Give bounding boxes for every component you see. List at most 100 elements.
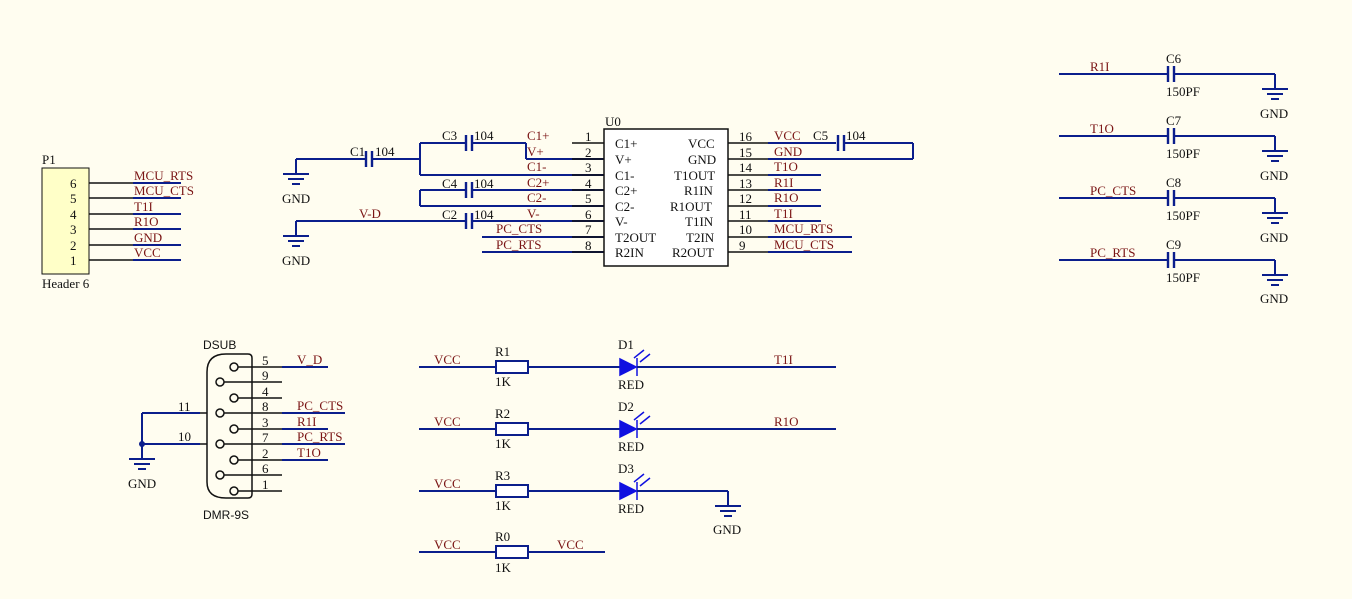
p1-net-label: GND bbox=[134, 230, 162, 245]
dsub-pin-2[interactable]: 2 T1O bbox=[229, 445, 328, 465]
cap-value: 150PF bbox=[1166, 270, 1200, 285]
pin-number: 6 bbox=[262, 461, 269, 476]
pin-name: V+ bbox=[615, 152, 632, 167]
dsub-pin-1[interactable]: 1 bbox=[229, 477, 282, 496]
dsub-pin-4[interactable]: 4 bbox=[229, 384, 282, 403]
u0-pin-12[interactable]: 12 R1OUT R1O bbox=[670, 190, 799, 214]
u0-pin-9[interactable]: 9 R2OUT MCU_CTS bbox=[672, 237, 834, 260]
filter-cap-c6[interactable]: R1I C6 150PF GND bbox=[1059, 51, 1288, 121]
u0-pin-8[interactable]: 8 R2IN PC_RTS bbox=[496, 237, 645, 260]
dsub-shell-pin-11[interactable]: 11 bbox=[142, 399, 207, 414]
resistor-r0[interactable]: VCC R0 1K VCC bbox=[419, 529, 605, 575]
gnd-label: GND bbox=[282, 191, 310, 206]
pin-number: 12 bbox=[739, 191, 752, 206]
p1-comment: Header 6 bbox=[42, 276, 90, 291]
net-label: V+ bbox=[527, 144, 544, 159]
net-label: VCC bbox=[434, 414, 461, 429]
ground-c2: GND bbox=[282, 221, 310, 268]
p1-pin-5[interactable]: 5 MCU_CTS bbox=[70, 183, 194, 206]
c2-value: 104 bbox=[474, 207, 494, 222]
gnd-label: GND bbox=[1260, 291, 1288, 306]
u0-pin-13[interactable]: 13 R1IN R1I bbox=[684, 175, 794, 198]
filter-cap-c8[interactable]: PC_CTS C8 150PF GND bbox=[1059, 175, 1288, 245]
led-symbol bbox=[619, 419, 638, 439]
pin-number: 11 bbox=[178, 399, 191, 414]
c5-value: 104 bbox=[846, 128, 866, 143]
dsub-connector[interactable]: DSUB DMR-9S 5 V_D 9 4 8 PC_CTS 3 R1I bbox=[128, 338, 345, 522]
u0-pin-16[interactable]: 16 VCC VCC bbox=[688, 128, 801, 151]
net-label: VCC bbox=[434, 476, 461, 491]
header-p1[interactable]: P1 Header 6 6 MCU_RTS 5 MCU_CTS 4 T1I 3 … bbox=[41, 152, 194, 291]
net-label: VCC bbox=[434, 537, 461, 552]
pin-name: R2IN bbox=[615, 245, 645, 260]
u0-pin-15[interactable]: 15 GND GND bbox=[688, 144, 802, 167]
ic-u0[interactable]: U0 1 C1+ C1+ 2 V+ V+ 3 C1- C1- 4 C2+ C2+ bbox=[496, 114, 834, 267]
net-label: C2- bbox=[527, 190, 547, 205]
led-designator: D1 bbox=[618, 337, 634, 352]
filter-cap-c9[interactable]: PC_RTS C9 150PF GND bbox=[1059, 237, 1288, 306]
c2-designator: C2 bbox=[442, 207, 457, 222]
net-label: T1I bbox=[774, 206, 793, 221]
u0-pin-5[interactable]: 5 C2- C2- bbox=[527, 190, 635, 214]
u0-pin-4[interactable]: 4 C2+ C2+ bbox=[527, 175, 638, 198]
dsub-pin-3[interactable]: 3 R1I bbox=[229, 414, 328, 434]
p1-net-label: VCC bbox=[134, 245, 161, 260]
led-row-2[interactable]: VCC R2 1K D2 RED R1O bbox=[419, 399, 836, 454]
p1-pin-2[interactable]: 2 GND bbox=[70, 230, 181, 253]
resistor-symbol bbox=[495, 484, 529, 498]
dsub-shell-pin-10[interactable]: 10 bbox=[142, 429, 207, 445]
net-label: PC_RTS bbox=[297, 429, 342, 444]
dsub-comment: DMR-9S bbox=[203, 508, 249, 522]
res-designator: R2 bbox=[495, 406, 510, 421]
capacitor-c1[interactable]: C1 104 bbox=[296, 144, 420, 167]
pin-number: 9 bbox=[739, 238, 746, 253]
led-value: RED bbox=[618, 439, 644, 454]
u0-pin-3[interactable]: 3 C1- C1- bbox=[527, 159, 635, 183]
u0-pin-6[interactable]: 6 V- V- bbox=[527, 206, 628, 229]
net-label: R1I bbox=[297, 414, 317, 429]
capacitor-c4[interactable]: C4 104 bbox=[419, 176, 604, 207]
pin-number: 5 bbox=[262, 353, 269, 368]
c3-designator: C3 bbox=[442, 128, 457, 143]
p1-pin-3[interactable]: 3 R1O bbox=[70, 214, 181, 237]
net-label: R1O bbox=[774, 414, 799, 429]
u0-pin-11[interactable]: 11 T1IN T1I bbox=[685, 206, 793, 229]
capacitor-c2[interactable]: C2 104 V-D bbox=[296, 206, 604, 229]
p1-pin-1[interactable]: 1 VCC bbox=[70, 245, 181, 268]
p1-pin-number: 4 bbox=[70, 207, 77, 222]
capacitor-c3[interactable]: C3 104 bbox=[442, 128, 604, 160]
p1-pin-4[interactable]: 4 T1I bbox=[70, 199, 181, 222]
pin-name: C1+ bbox=[615, 136, 638, 151]
u0-pin-7[interactable]: 7 T2OUT PC_CTS bbox=[496, 221, 656, 245]
u0-pin-10[interactable]: 10 T2IN MCU_RTS bbox=[686, 221, 833, 245]
net-label: V- bbox=[527, 206, 540, 221]
dsub-pin-6[interactable]: 6 bbox=[215, 461, 282, 480]
u0-pin-14[interactable]: 14 T1OUT T1O bbox=[674, 159, 798, 183]
pin-name: V- bbox=[615, 214, 628, 229]
filter-cap-c7[interactable]: T1O C7 150PF GND bbox=[1059, 113, 1288, 183]
led-row-3[interactable]: VCC R3 1K D3 RED GND bbox=[419, 461, 741, 537]
u0-pin-2[interactable]: 2 V+ V+ bbox=[527, 144, 632, 167]
res-designator: R1 bbox=[495, 344, 510, 359]
dsub-pin-8[interactable]: 8 PC_CTS bbox=[215, 398, 345, 418]
resistor-symbol bbox=[495, 545, 529, 559]
p1-pin-6[interactable]: 6 MCU_RTS bbox=[70, 168, 193, 191]
cap-value: 150PF bbox=[1166, 208, 1200, 223]
c4-designator: C4 bbox=[442, 176, 458, 191]
u0-pin-1[interactable]: 1 C1+ C1+ bbox=[527, 128, 638, 151]
cap-designator: C9 bbox=[1166, 237, 1181, 252]
dsub-pin-9[interactable]: 9 bbox=[215, 368, 282, 387]
capacitor-c5[interactable]: C5 104 bbox=[813, 128, 913, 151]
pin-number: 1 bbox=[262, 477, 269, 492]
gnd-label: GND bbox=[713, 522, 741, 537]
dsub-pin-5[interactable]: 5 V_D bbox=[229, 352, 328, 372]
net-label: MCU_RTS bbox=[774, 221, 833, 236]
pin-number: 15 bbox=[739, 145, 752, 160]
led-value: RED bbox=[618, 377, 644, 392]
dsub-pin-7[interactable]: 7 PC_RTS bbox=[215, 429, 345, 449]
pin-number: 13 bbox=[739, 176, 752, 191]
pin-number: 8 bbox=[585, 238, 592, 253]
led-row-1[interactable]: VCC R1 1K D1 RED T1I bbox=[419, 337, 836, 392]
led-symbol bbox=[619, 481, 638, 501]
